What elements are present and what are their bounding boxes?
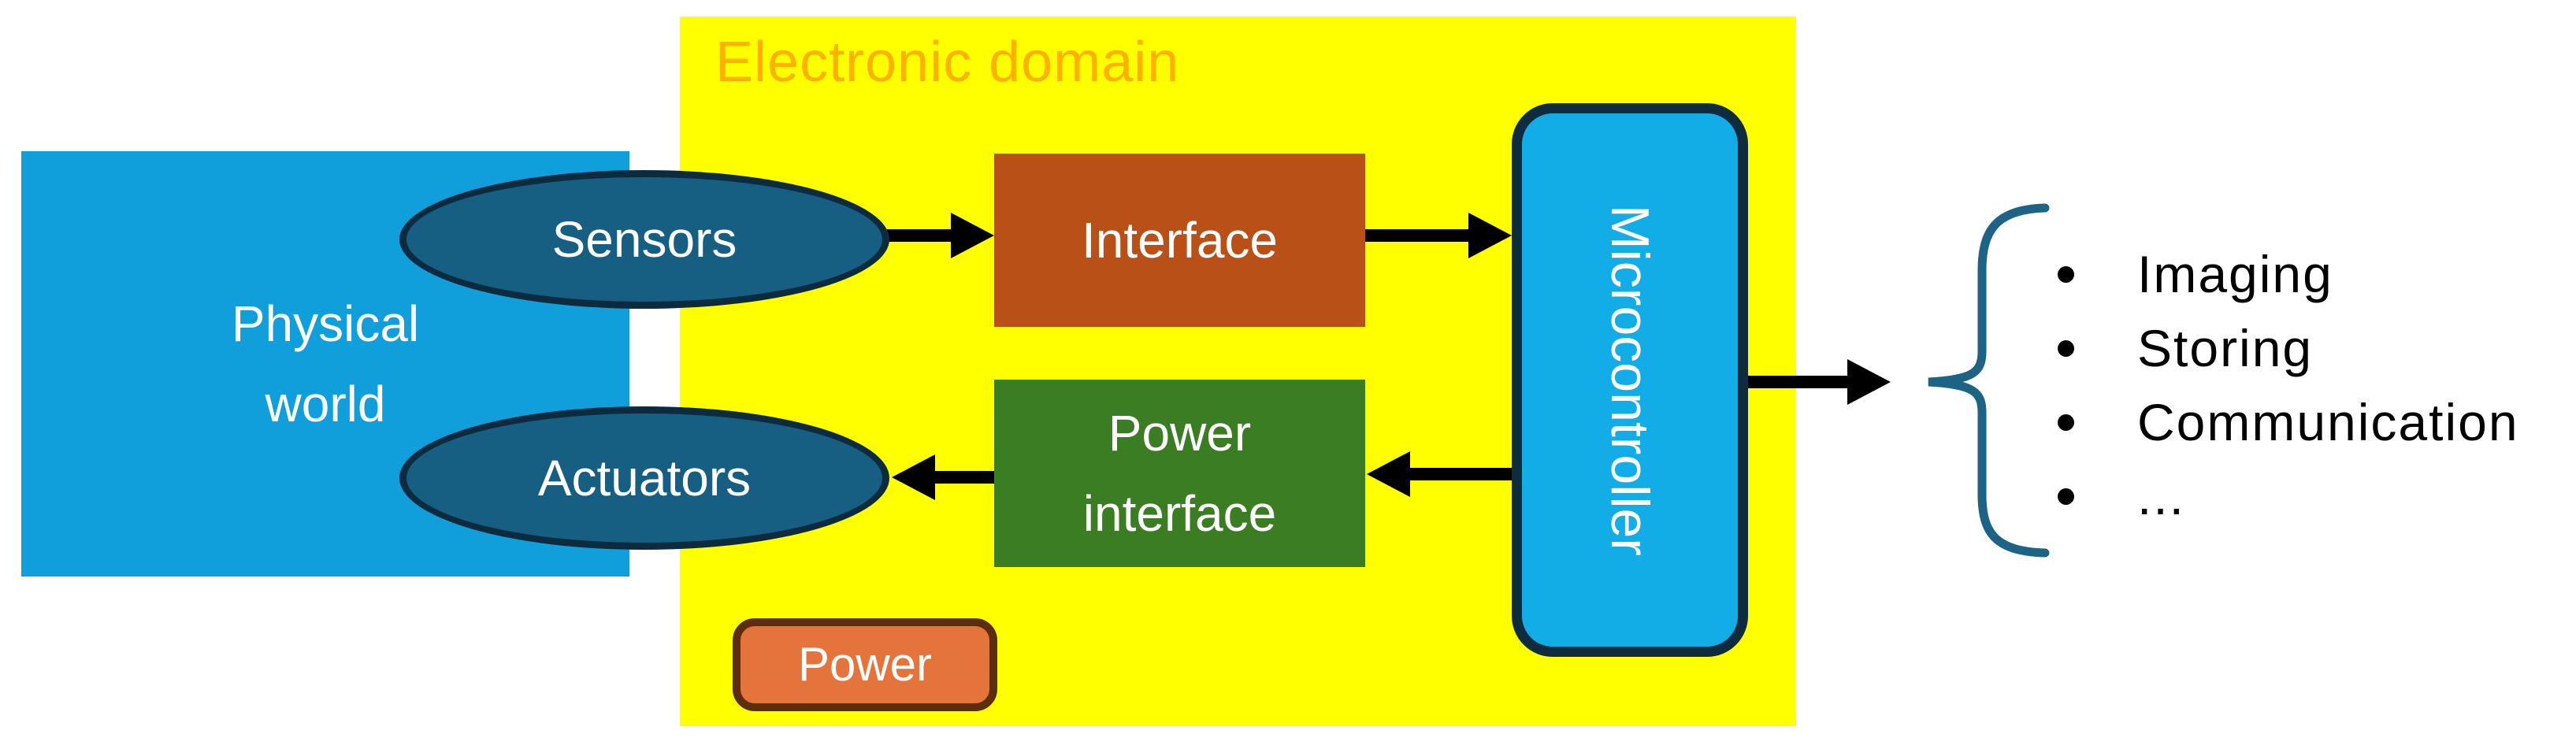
sensors-ellipse: Sensors [399, 170, 889, 309]
interface-box: Interface [994, 154, 1365, 327]
list-item: Communication [2050, 385, 2519, 459]
microcontroller-label-wrap: Microcontroller [1512, 103, 1748, 657]
bullet-icon [2058, 339, 2074, 357]
bullet-icon [2058, 413, 2074, 431]
power-box: Power [733, 618, 997, 711]
sensors-label: Sensors [551, 210, 737, 268]
output-item-label: Storing [2137, 319, 2314, 377]
microcontroller-label: Microcontroller [1600, 204, 1661, 556]
interface-label: Interface [1081, 211, 1279, 269]
output-item-label: ... [2137, 467, 2186, 525]
power-interface-box: Power interface [994, 380, 1365, 567]
power-interface-label: Power interface [1082, 404, 1277, 542]
outputs-brace [1928, 203, 2050, 558]
output-item-label: Communication [2137, 393, 2519, 451]
actuators-ellipse: Actuators [399, 406, 889, 550]
list-item: Storing [2050, 311, 2519, 385]
bullet-icon [2058, 488, 2074, 505]
power-label: Power [797, 638, 933, 691]
outputs-list: Imaging Storing Communication ... [2050, 237, 2519, 533]
actuators-label: Actuators [537, 449, 752, 506]
bullet-icon [2058, 265, 2074, 283]
list-item: ... [2050, 459, 2519, 533]
physical-world-label: Physical world [231, 295, 420, 432]
microcontroller-box: Microcontroller [1512, 103, 1748, 657]
output-item-label: Imaging [2137, 245, 2333, 303]
electronic-domain-label: Electronic domain [715, 31, 1180, 94]
list-item: Imaging [2050, 237, 2519, 311]
